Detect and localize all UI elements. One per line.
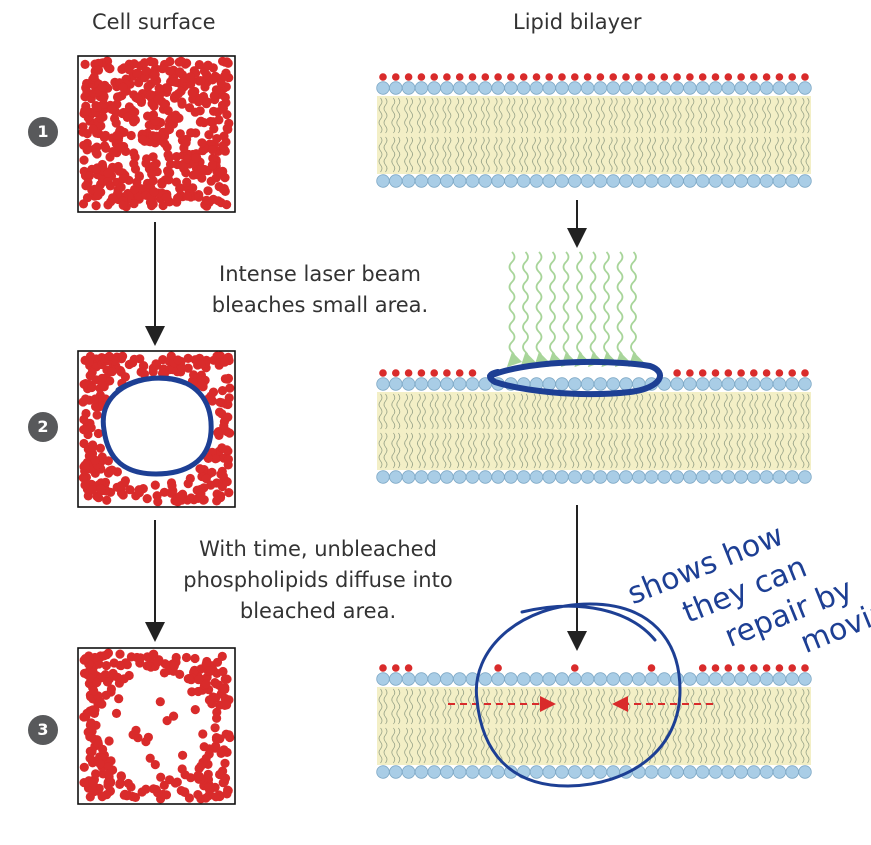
step-3-badge: 3: [28, 715, 58, 745]
phospholipid-dots: [78, 56, 234, 212]
phospholipid-dots: [78, 351, 235, 507]
diffusion-caption-line-2: phospholipids diffuse into: [183, 568, 453, 592]
ink-annotations: [100, 358, 682, 788]
ink-circle-square-2: [100, 375, 214, 477]
ink-oval-bilayer-3: [474, 602, 682, 788]
laser-caption-line-1: Intense laser beam: [219, 262, 421, 286]
diffusion-caption: With time, unbleached phospholipids diff…: [168, 534, 468, 627]
lipid-heads: [376, 664, 812, 779]
bilayer-2: [376, 369, 812, 484]
laser-caption: Intense laser beam bleaches small area.: [180, 259, 460, 321]
lipid-tails: [377, 392, 811, 470]
step-1-badge: 1: [28, 117, 58, 147]
square-border: [77, 350, 236, 508]
laser-caption-line-2: bleaches small area.: [211, 293, 429, 317]
bilayer-3: [376, 664, 812, 779]
lipid-tails: [377, 687, 811, 765]
step-2-badge: 2: [28, 412, 58, 442]
cell-surface-header: Cell surface: [92, 10, 216, 34]
cell-surface-square-1: [77, 55, 236, 213]
cell-surface-square-3: [77, 647, 236, 805]
lipid-heads: [376, 369, 812, 484]
lipid-heads: [376, 73, 812, 188]
square-border: [77, 647, 236, 805]
square-border: [77, 55, 236, 213]
laser-beam-waves: [506, 251, 644, 368]
lipid-tails: [377, 96, 811, 174]
phospholipid-dots: [79, 648, 235, 804]
lipid-bilayer-header: Lipid bilayer: [513, 10, 642, 34]
ink-loop-bilayer-2: [487, 358, 663, 398]
diffusion-caption-line-1: With time, unbleached: [199, 537, 437, 561]
cell-surface-square-2: [77, 350, 236, 508]
bilayer-1: [376, 73, 812, 188]
diffusion-caption-line-3: bleached area.: [239, 599, 397, 623]
